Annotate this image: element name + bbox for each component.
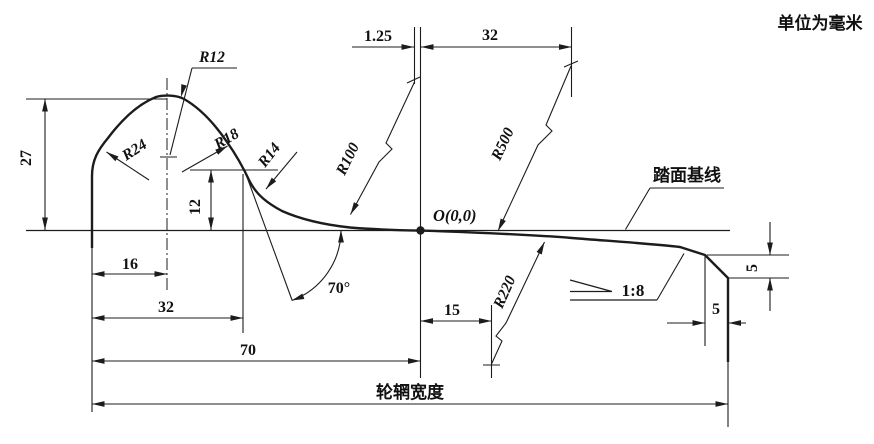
dim-27: 27 bbox=[18, 150, 35, 166]
flange-face-70deg-line bbox=[244, 172, 293, 301]
slope-symbol bbox=[569, 279, 613, 293]
units-note: 单位为毫米 bbox=[778, 13, 864, 33]
origin-label: O(0,0) bbox=[433, 206, 477, 225]
dim-1-25: 1.25 bbox=[364, 28, 392, 45]
r100-center-tick bbox=[406, 76, 421, 84]
r12-leader bbox=[169, 67, 193, 156]
r500-center-tick bbox=[563, 60, 579, 68]
r12-leader-arrowhead bbox=[181, 84, 187, 97]
origin-point bbox=[416, 226, 425, 235]
wheel-profile-outline bbox=[90, 94, 730, 362]
dim-70: 70 bbox=[240, 342, 256, 359]
dim-5-horizontal: 5 bbox=[712, 301, 720, 318]
r12-label: R12 bbox=[198, 49, 225, 66]
dim-32-bottom: 32 bbox=[158, 299, 174, 316]
r14-label: R14 bbox=[254, 140, 284, 172]
r220-label: R220 bbox=[490, 273, 520, 312]
r18-label: R18 bbox=[210, 125, 242, 154]
r220-leader bbox=[490, 241, 545, 365]
slope-leader bbox=[656, 253, 685, 301]
r100-leader bbox=[350, 81, 415, 215]
tread-datum-label: 踏面基线 bbox=[653, 165, 721, 185]
dim-16: 16 bbox=[122, 256, 138, 273]
tread-datum-leader bbox=[625, 187, 651, 230]
r18-leader bbox=[181, 145, 228, 173]
r24-label: R24 bbox=[118, 136, 150, 165]
dim-15: 15 bbox=[444, 302, 460, 319]
dim-5-vertical: 5 bbox=[744, 264, 761, 272]
r100-label: R100 bbox=[333, 140, 364, 179]
slope-ratio-label: 1:8 bbox=[622, 281, 645, 300]
angle-arc-70 bbox=[291, 229, 344, 302]
dim-12: 12 bbox=[187, 199, 204, 215]
r24-leader bbox=[106, 151, 150, 181]
rim-width-label: 轮辋宽度 bbox=[376, 382, 445, 402]
r500-leader bbox=[497, 65, 572, 232]
angle-70-label: 70° bbox=[328, 280, 350, 297]
r14-leader bbox=[265, 151, 298, 190]
r500-label: R500 bbox=[488, 125, 518, 164]
dim-32-top: 32 bbox=[482, 27, 498, 44]
